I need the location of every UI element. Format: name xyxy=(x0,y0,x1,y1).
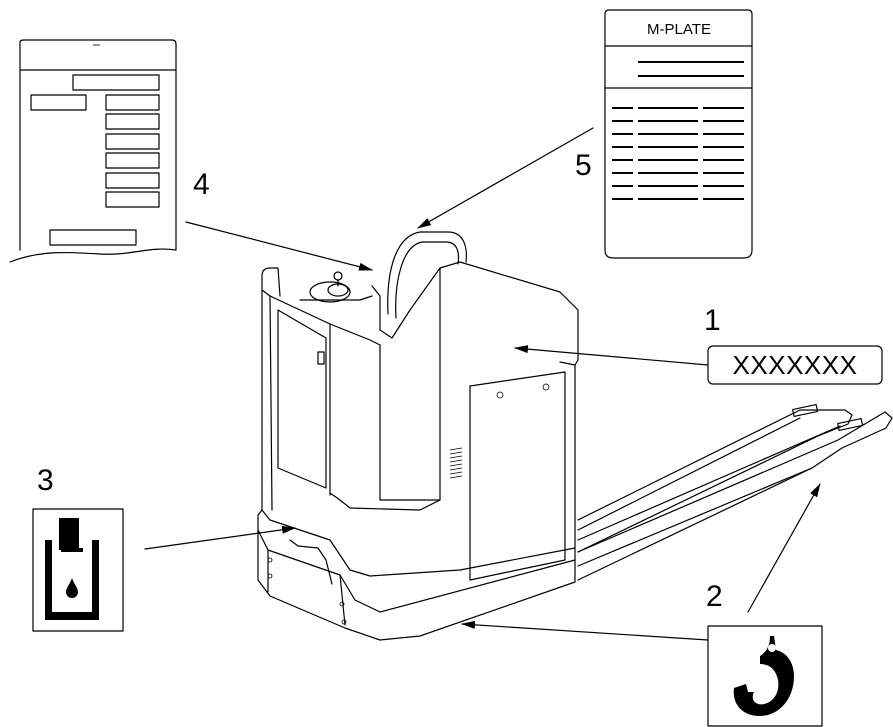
truck-forks xyxy=(577,403,893,581)
pallet-truck-drawing xyxy=(257,231,893,641)
callout-arrow-4 xyxy=(185,221,373,271)
hydraulic-oil-icon xyxy=(32,508,124,632)
callout-arrow-5 xyxy=(417,127,594,229)
callout-arrow-2b xyxy=(747,483,821,613)
callout-arrow-1 xyxy=(514,345,709,366)
callout-number-4: 4 xyxy=(193,168,210,201)
m-plate-sheet: M-PLATE xyxy=(604,9,753,259)
callout-arrow-2a xyxy=(461,620,709,641)
m-plate-title: M-PLATE xyxy=(647,21,711,38)
callout-number-5: 5 xyxy=(575,149,592,182)
truck-body xyxy=(257,261,579,641)
callout-arrow-3 xyxy=(144,525,296,550)
truck-handle xyxy=(261,231,467,319)
callout-number-2: 2 xyxy=(706,580,723,613)
callout-number-1: 1 xyxy=(704,304,721,337)
lifting-hook-icon xyxy=(707,625,823,727)
vent-grille xyxy=(449,447,463,479)
serial-number-text: XXXXXXX xyxy=(733,350,858,380)
callout-number-3: 3 xyxy=(37,464,54,497)
serial-number-plate: XXXXXXX xyxy=(707,345,883,385)
capacity-chart-sheet xyxy=(9,39,177,263)
m-plate-data-rows xyxy=(612,107,744,200)
